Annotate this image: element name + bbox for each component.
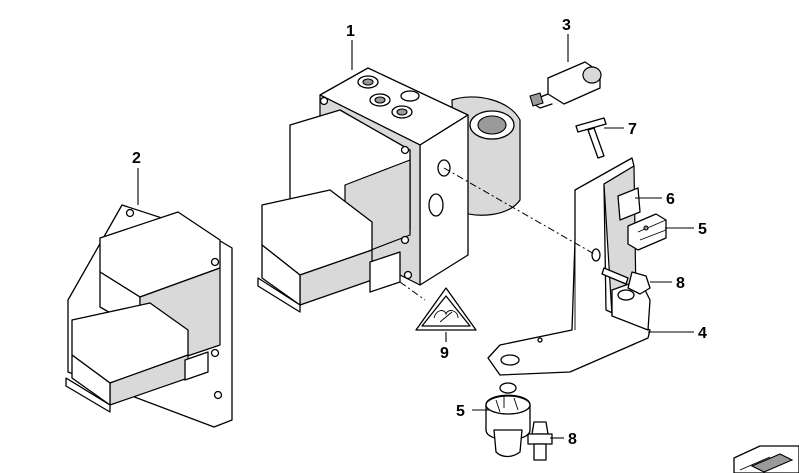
callout-3: 3: [562, 17, 571, 34]
callout-2: 2: [132, 150, 141, 167]
part-8-bolt-upper: [601, 267, 651, 295]
assembly-axis-line-2: [399, 281, 426, 301]
part-1-hydraulic-unit: [257, 67, 521, 313]
part-8-bolt-lower: [527, 421, 553, 461]
part-3-pressure-sensor: [529, 61, 602, 109]
callout-1: 1: [346, 23, 355, 40]
callout-5-upper: 5: [698, 221, 707, 238]
corner-badge-icon: [733, 445, 799, 473]
callout-4: 4: [698, 325, 707, 342]
callout-labels: 1 2 3 4 5 5 6 7 8 8 9: [132, 17, 707, 448]
callout-8-lower: 8: [568, 431, 577, 448]
part-6-label: [617, 187, 641, 221]
part-7-screw: [575, 117, 607, 159]
part-5-damper-lower: [485, 382, 531, 458]
callout-7: 7: [628, 121, 637, 138]
callout-8-upper: 8: [676, 275, 685, 292]
assembly-axis-line: [443, 167, 597, 256]
part-2-control-unit: [65, 204, 233, 428]
leader-lines: [137, 34, 694, 439]
part-9-warning-label: [415, 287, 477, 331]
callout-9: 9: [440, 345, 449, 362]
callout-6: 6: [666, 191, 675, 208]
callout-5-lower: 5: [456, 403, 465, 420]
part-5-damper-upper: [627, 213, 667, 251]
